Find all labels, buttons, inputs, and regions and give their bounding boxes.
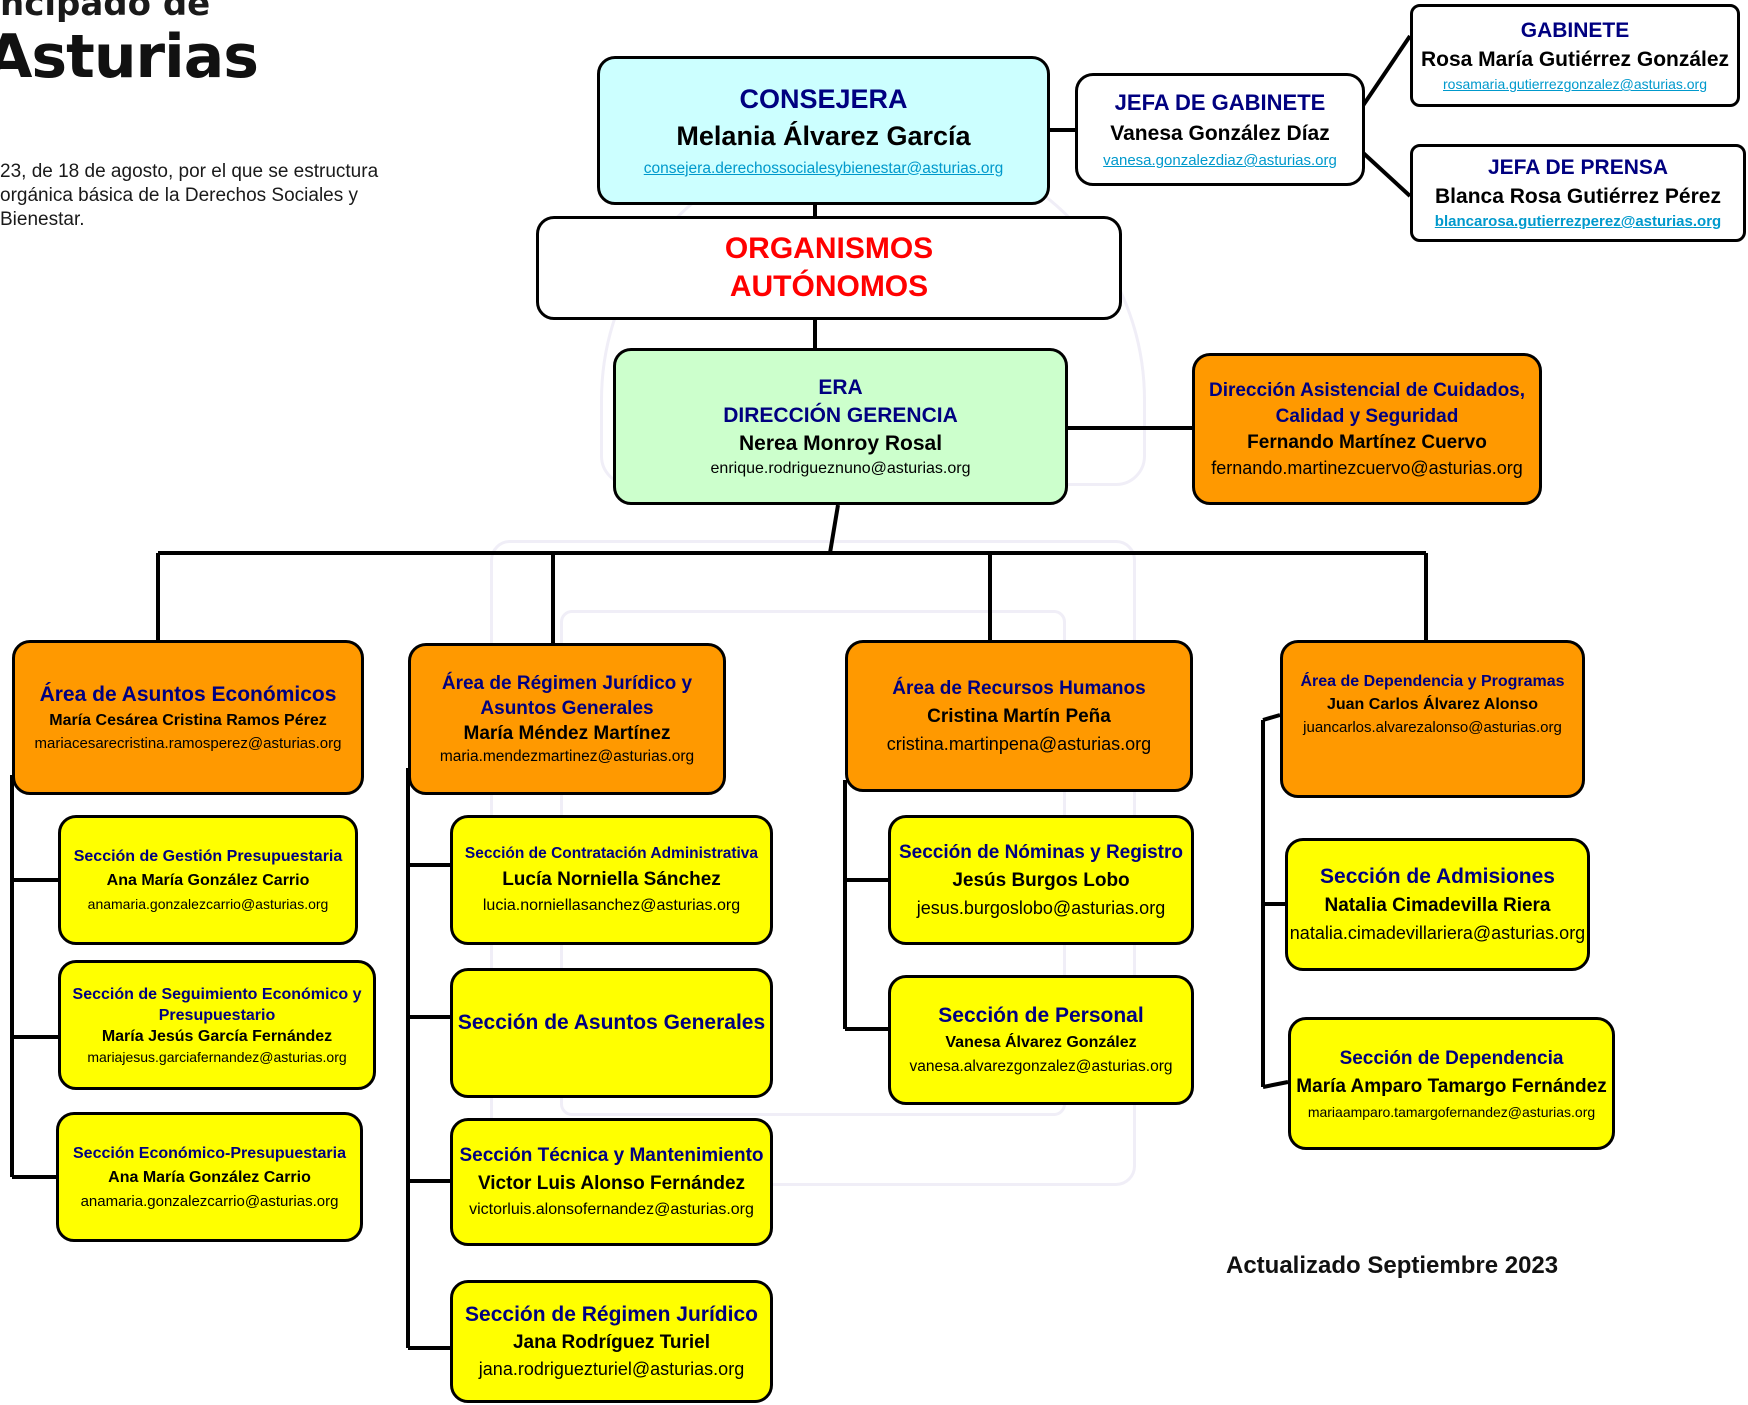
area-dependencia-programas-box: Área de Dependencia y Programas Juan Car… [1280, 640, 1585, 798]
seccion-admisiones-box: Sección de Admisiones Natalia Cimadevill… [1285, 838, 1590, 971]
consejera-name: Melania Álvarez García [676, 120, 971, 151]
asistencial-title-2: Calidad y Seguridad [1275, 405, 1459, 427]
era-direccion-label: DIRECCIÓN GERENCIA [723, 403, 958, 427]
seccion-email: lucia.norniellasanchez@asturias.org [482, 897, 741, 914]
area-regimen-juridico-box: Área de Régimen Jurídico y Asuntos Gener… [408, 643, 726, 795]
seccion-personal-box: Sección de Personal Vanesa Álvarez Gonzá… [888, 975, 1194, 1105]
gabinete-name: Rosa María Gutiérrez González [1420, 48, 1730, 71]
area-title-2: Asuntos Generales [480, 697, 654, 719]
area-head-name: María Cesárea Cristina Ramos Pérez [49, 712, 327, 729]
direccion-asistencial-box: Dirección Asistencial de Cuidados, Calid… [1192, 353, 1542, 505]
consejera-email-link[interactable]: consejera.derechossocialesybienestar@ast… [643, 159, 1004, 177]
seccion-head-name: Vanesa Álvarez González [945, 1034, 1137, 1051]
era-email: enrique.rodrigueznuno@asturias.org [710, 459, 971, 477]
brand-line-1: ncipado de [0, 0, 211, 24]
area-title: Área de Asuntos Económicos [39, 683, 337, 706]
gabinete-title: GABINETE [1520, 19, 1630, 42]
seccion-email: natalia.cimadevillariera@asturias.org [1289, 923, 1586, 943]
seccion-economico-presupuestaria-box: Sección Económico-Presupuestaria Ana Mar… [56, 1112, 363, 1242]
asistencial-title-1: Dirección Asistencial de Cuidados, [1208, 379, 1526, 401]
jefa-prensa-name: Blanca Rosa Gutiérrez Pérez [1435, 185, 1721, 208]
seccion-asuntos-generales-box: Sección de Asuntos Generales [450, 968, 773, 1098]
asistencial-email: fernando.martinezcuervo@asturias.org [1211, 457, 1523, 478]
area-email: juancarlos.alvarezalonso@asturias.org [1303, 719, 1562, 736]
era-label: ERA [818, 375, 863, 399]
seccion-email: anamaria.gonzalezcarrio@asturias.org [80, 1192, 339, 1210]
seccion-title: Sección Económico-Presupuestaria [73, 1144, 346, 1162]
consejera-title: CONSEJERA [739, 83, 908, 114]
seccion-title: Sección de Personal [938, 1004, 1144, 1027]
seccion-title: Sección Técnica y Mantenimiento [459, 1145, 764, 1166]
seccion-title: Sección de Contratación Administrativa [464, 845, 759, 862]
seccion-regimen-juridico-box: Sección de Régimen Jurídico Jana Rodrígu… [450, 1280, 773, 1403]
seccion-head-name: Victor Luis Alonso Fernández [477, 1173, 746, 1194]
area-title: Área de Dependencia y Programas [1300, 673, 1565, 690]
seccion-head-name: Ana María González Carrio [106, 872, 310, 889]
jefa-gabinete-name: Vanesa González Díaz [1110, 122, 1330, 145]
asistencial-name: Fernando Martínez Cuervo [1247, 431, 1487, 453]
seccion-title: Sección de Régimen Jurídico [465, 1303, 758, 1326]
seccion-email: anamaria.gonzalezcarrio@asturias.org [87, 896, 329, 912]
organismos-line-2: AUTÓNOMOS [729, 270, 929, 303]
area-head-name: María Méndez Martínez [463, 722, 671, 744]
seccion-head-name: María Amparo Tamargo Fernández [1296, 1075, 1607, 1097]
consejera-box: CONSEJERA Melania Álvarez García conseje… [597, 56, 1050, 205]
jefa-prensa-title: JEFA DE PRENSA [1487, 156, 1669, 179]
seccion-head-name: María Jesús García Fernández [101, 1027, 333, 1045]
seccion-tecnica-mantenimiento-box: Sección Técnica y Mantenimiento Victor L… [450, 1118, 773, 1246]
updated-date-note: Actualizado Septiembre 2023 [1226, 1252, 1559, 1279]
seccion-head-name: Lucía Norniella Sánchez [502, 869, 721, 890]
gabinete-email-link[interactable]: rosamaria.gutierrezgonzalez@asturias.org [1443, 76, 1707, 92]
jefa-gabinete-email-link[interactable]: vanesa.gonzalezdiaz@asturias.org [1103, 152, 1337, 169]
jefa-prensa-email-link[interactable]: blancarosa.gutierrezperez@asturias.org [1434, 213, 1722, 230]
seccion-email: victorluis.alonsofernandez@asturias.org [469, 1201, 754, 1218]
seccion-seguimiento-economico-box: Sección de Seguimiento Económico y Presu… [58, 960, 376, 1090]
seccion-gestion-presupuestaria-box: Sección de Gestión Presupuestaria Ana Ma… [58, 815, 358, 945]
seccion-email: mariaamparo.tamargofernandez@asturias.or… [1307, 1103, 1596, 1120]
area-email: mariacesarecristina.ramosperez@asturias.… [34, 735, 342, 752]
organismos-line-1: ORGANISMOS [724, 232, 934, 265]
decree-text: 23, de 18 de agosto, por el que se estru… [0, 161, 379, 230]
seccion-head-name: Natalia Cimadevilla Riera [1324, 895, 1551, 916]
area-recursos-humanos-box: Área de Recursos Humanos Cristina Martín… [845, 640, 1193, 792]
area-email: cristina.martinpena@asturias.org [886, 733, 1152, 754]
seccion-title: Sección de Seguimiento Económico y [72, 985, 362, 1003]
seccion-head-name: Jana Rodríguez Turiel [512, 1332, 711, 1353]
seccion-email: jana.rodriguezturiel@asturias.org [478, 1359, 745, 1379]
area-head-name: Juan Carlos Álvarez Alonso [1326, 696, 1539, 713]
area-email: maria.mendezmartinez@asturias.org [439, 747, 695, 765]
jefa-gabinete-box: JEFA DE GABINETE Vanesa González Díaz va… [1075, 73, 1365, 186]
jefa-prensa-box: JEFA DE PRENSA Blanca Rosa Gutiérrez Pér… [1410, 144, 1746, 242]
seccion-title: Sección de Nóminas y Registro [898, 841, 1184, 863]
seccion-contratacion-administrativa-box: Sección de Contratación Administrativa L… [450, 815, 773, 945]
seccion-head-name: Jesús Burgos Lobo [952, 869, 1130, 891]
seccion-head-name: Ana María González Carrio [108, 1168, 311, 1186]
era-name: Nerea Monroy Rosal [738, 431, 943, 455]
brand-logo-text: Asturias [0, 22, 259, 92]
gabinete-box: GABINETE Rosa María Gutiérrez González r… [1410, 4, 1740, 107]
seccion-title: Sección de Dependencia [1339, 1047, 1564, 1069]
seccion-title: Sección de Asuntos Generales [457, 1011, 766, 1034]
seccion-title-2: Presupuestario [158, 1006, 276, 1024]
seccion-title: Sección de Gestión Presupuestaria [73, 848, 343, 865]
seccion-nominas-registro-box: Sección de Nóminas y Registro Jesús Burg… [888, 815, 1194, 945]
seccion-dependencia-box: Sección de Dependencia María Amparo Tama… [1288, 1017, 1615, 1150]
area-title: Área de Régimen Jurídico y [441, 672, 693, 694]
seccion-email: mariajesus.garciafernandez@asturias.org [87, 1048, 347, 1065]
area-asuntos-economicos-box: Área de Asuntos Económicos María Cesárea… [12, 640, 364, 795]
seccion-email: jesus.burgoslobo@asturias.org [916, 897, 1166, 918]
seccion-email: vanesa.alvarezgonzalez@asturias.org [909, 1058, 1173, 1075]
area-title: Área de Recursos Humanos [892, 677, 1146, 699]
organismos-autonomos-box: ORGANISMOS AUTÓNOMOS [536, 216, 1122, 320]
jefa-gabinete-title: JEFA DE GABINETE [1114, 90, 1326, 115]
seccion-title: Sección de Admisiones [1320, 865, 1555, 888]
area-head-name: Cristina Martín Peña [927, 705, 1111, 727]
era-direccion-gerencia-box: ERA DIRECCIÓN GERENCIA Nerea Monroy Rosa… [613, 348, 1068, 505]
